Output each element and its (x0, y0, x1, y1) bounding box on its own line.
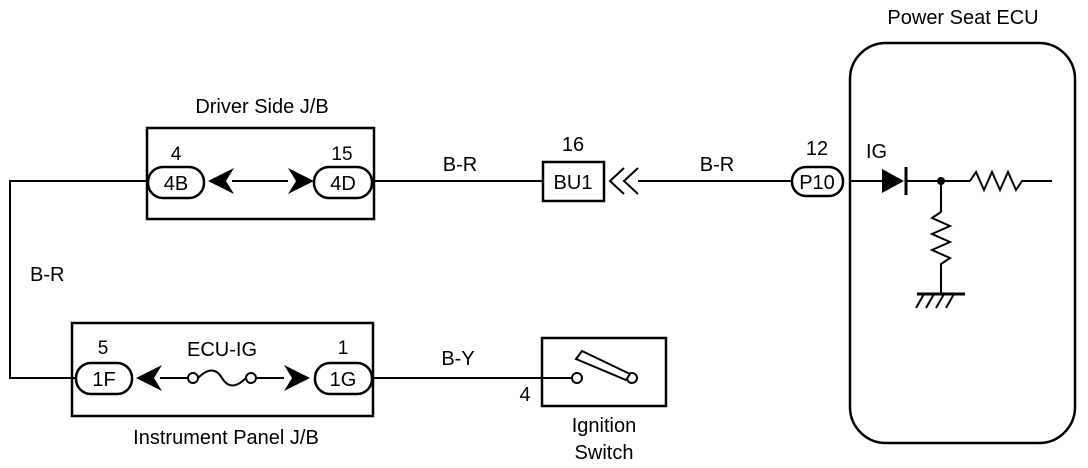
ignition-switch: 4 Ignition Switch (519, 336, 668, 464)
wire-label-br-right: B-R (700, 154, 734, 176)
driver-side-jb: Driver Side J/B 4 4B 15 4D (145, 96, 376, 221)
jb-1g-pin: 1 (338, 338, 349, 359)
jb-4b-label: 4B (164, 173, 188, 195)
connector-right-arrow-icon-2 (284, 365, 310, 391)
jb-4d-label: 4D (330, 173, 356, 195)
p10-label: P10 (799, 172, 835, 194)
power-seat-ecu: Power Seat ECU IG (848, 7, 1077, 445)
ecu-terminal-label: IG (866, 141, 887, 163)
connector-right-arrow-icon (288, 168, 314, 194)
resistor-horizontal-icon (969, 169, 1052, 193)
ecu-title: Power Seat ECU (887, 7, 1038, 29)
ecu-outline (848, 41, 1077, 445)
fuse-icon (187, 369, 257, 387)
wire-br-side (9, 180, 148, 379)
jb-1f-pin: 5 (98, 338, 109, 359)
p10-connector: 12 P10 (790, 138, 845, 198)
wire-label-br-side: B-R (30, 264, 64, 286)
fuse-label: ECU-IG (187, 339, 257, 361)
instrument-jb-title: Instrument Panel J/B (133, 427, 319, 449)
chevron-left-icon-2 (622, 167, 639, 195)
chevron-left-icon (608, 167, 625, 195)
ignition-label-line1: Ignition (572, 415, 637, 437)
bu1-connector: 16 BU1 (541, 134, 639, 203)
wire-label-by: B-Y (441, 348, 474, 370)
jb-1g-label: 1G (330, 369, 357, 391)
ground-icon (915, 292, 965, 309)
ignition-label-line2: Switch (575, 442, 634, 464)
instrument-panel-jb: Instrument Panel J/B 5 1F ECU-IG 1 1G (70, 321, 375, 449)
wire-label-br-left: B-R (443, 154, 477, 176)
switch-contact-left (571, 372, 583, 384)
diode-icon (882, 169, 904, 193)
connector-left-arrow-icon (208, 168, 234, 194)
p10-pin: 12 (806, 138, 828, 160)
jb-4d-pin: 15 (331, 144, 352, 165)
switch-lever-icon (574, 349, 632, 382)
driver-jb-title: Driver Side J/B (195, 96, 328, 118)
resistor-vertical-icon (929, 211, 953, 294)
ignition-pin: 4 (519, 384, 530, 406)
jb-1f-label: 1F (92, 369, 115, 391)
bu1-label: BU1 (554, 172, 593, 194)
jb-4b-pin: 4 (171, 144, 182, 165)
bu1-pin: 16 (562, 134, 584, 156)
connector-left-arrow-icon-2 (136, 365, 162, 391)
